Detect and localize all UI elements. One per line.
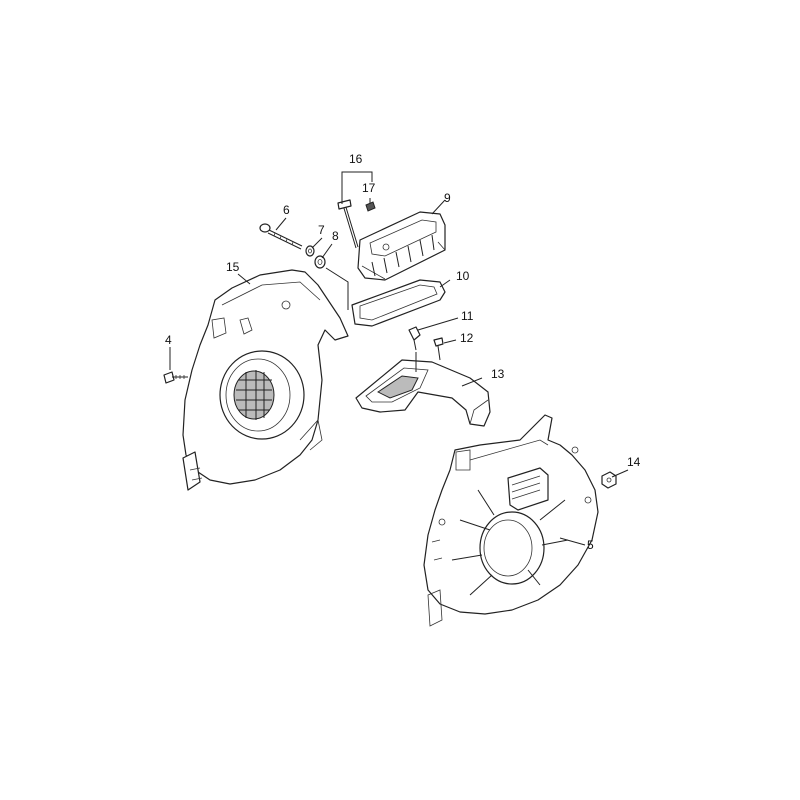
leader-13: [461, 377, 483, 387]
callout-16: 16: [349, 152, 363, 166]
callout-10: 10: [456, 269, 470, 283]
leader-15: [237, 273, 251, 285]
part-7-washer: [305, 245, 315, 257]
callout-13: 13: [491, 367, 505, 381]
leader-14: [611, 469, 629, 478]
leader-16: [341, 171, 373, 196]
leader-8: [321, 243, 333, 259]
part-8-nut: [314, 255, 326, 269]
callout-9: 9: [444, 191, 451, 205]
leader-10: [439, 279, 451, 288]
leader-9: [431, 199, 446, 215]
part-16-shaft: [337, 199, 359, 249]
callout-12: 12: [460, 331, 474, 345]
part-17-clip: [365, 201, 376, 212]
part-12-screw: [433, 337, 444, 361]
part-5-blower-housing-front: [423, 414, 599, 627]
leader-5: [559, 537, 586, 546]
part-13-intake-duct: [355, 359, 491, 427]
leader-12: [443, 339, 457, 344]
part-10-gasket: [351, 279, 446, 327]
callout-8: 8: [332, 229, 339, 243]
part-14-nut: [601, 471, 617, 489]
leader-6: [275, 217, 287, 231]
callout-4: 4: [165, 333, 172, 347]
callout-17: 17: [362, 181, 376, 195]
callout-14: 14: [627, 455, 641, 469]
part-11-fitting: [408, 326, 421, 351]
callout-5: 5: [587, 538, 594, 552]
leader-11: [417, 317, 459, 331]
part-4-screw: [163, 371, 188, 384]
part-6-bolt: [259, 223, 303, 250]
callout-7: 7: [318, 223, 325, 237]
part-15-blower-housing-rear: [182, 269, 349, 491]
leader-7: [311, 237, 323, 249]
leader-lines: [169, 171, 629, 546]
callout-15: 15: [226, 260, 240, 274]
leader-8-guide: [325, 267, 349, 310]
callout-11: 11: [461, 309, 474, 323]
callout-6: 6: [283, 203, 290, 217]
part-9-intake-grille: [357, 211, 446, 281]
